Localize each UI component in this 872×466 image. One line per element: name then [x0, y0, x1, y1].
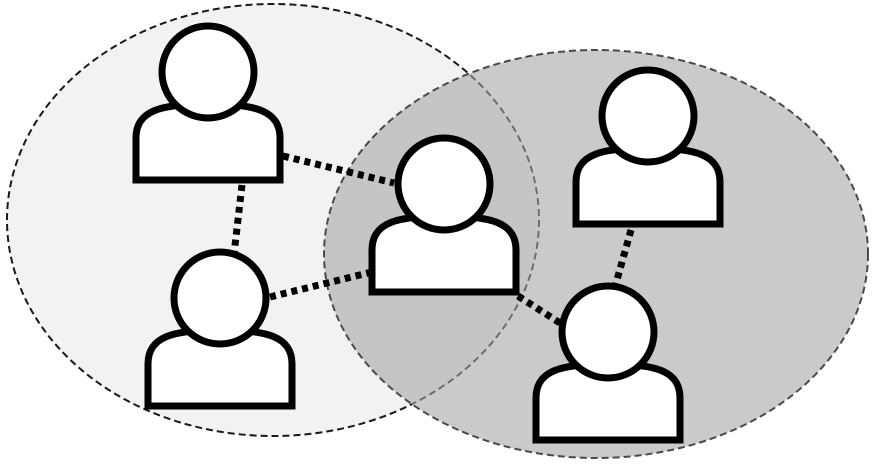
- person-4-icon: [572, 66, 724, 228]
- person-2-head: [170, 248, 270, 348]
- person-4-head: [598, 66, 698, 166]
- person-5-head: [558, 282, 658, 382]
- person-1-icon: [132, 22, 284, 184]
- connections-layer: [230, 152, 635, 326]
- connection-person-3-person-5: [516, 293, 562, 326]
- connection-person-4-person-5: [611, 229, 635, 288]
- person-5-icon: [532, 282, 684, 444]
- person-3-head: [394, 134, 494, 234]
- people-layer: [132, 22, 724, 444]
- connection-person-1-person-2: [230, 184, 246, 255]
- person-2-icon: [144, 248, 296, 410]
- person-1-head: [158, 22, 258, 122]
- connection-person-1-person-3: [282, 152, 395, 187]
- person-3-icon: [368, 134, 520, 296]
